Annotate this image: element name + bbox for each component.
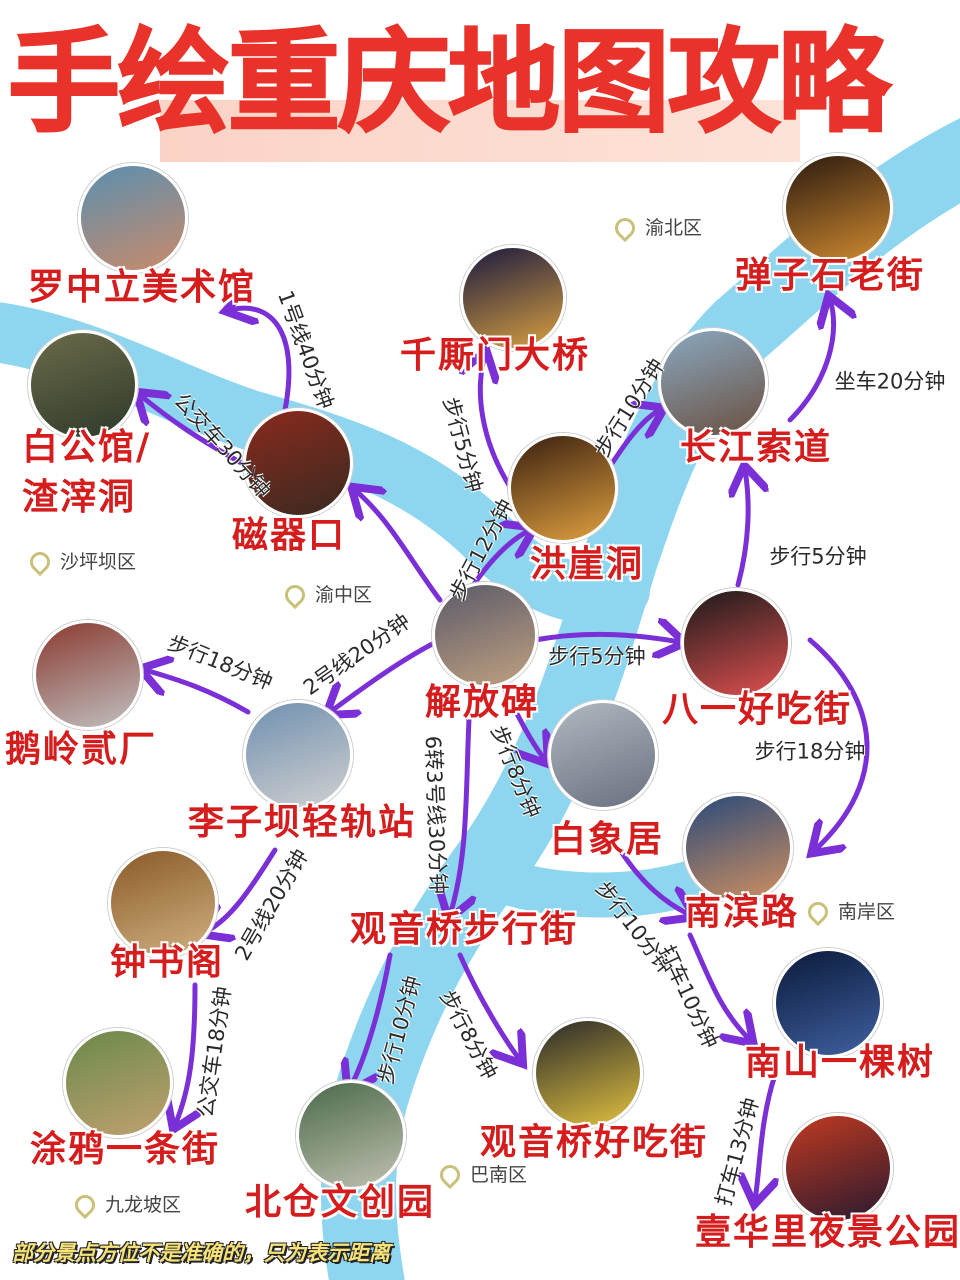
spot-photo	[108, 848, 218, 958]
spot-label: 千厮门大桥	[400, 334, 591, 376]
spot-label: 观音桥好吃街	[480, 1121, 709, 1163]
spot-label: 长江索道	[680, 426, 833, 468]
spot-photo	[773, 948, 883, 1058]
disclaimer-note: 部分景点方位不是准确的，只为表示距离	[12, 1241, 390, 1265]
spot-label: 南山一棵树	[745, 1041, 936, 1083]
route-arrow	[755, 1072, 775, 1200]
district-name: 渝中区	[315, 584, 373, 606]
district-name: 南岸区	[838, 901, 896, 923]
spot-photo	[508, 433, 618, 543]
spot-photo	[460, 245, 566, 351]
page-title: 手绘重庆地图攻略	[7, 17, 891, 149]
spot-photo	[63, 1028, 173, 1138]
spot-label: 涂鸦一条街	[30, 1128, 221, 1170]
route-arrow	[205, 847, 278, 932]
district-label: 南岸区	[803, 898, 896, 927]
spot-photo	[548, 700, 658, 810]
route-arrow	[230, 308, 292, 413]
route-arrow	[467, 530, 530, 593]
route-arrows	[140, 300, 870, 1200]
district-label: 巴南区	[435, 1161, 528, 1190]
spot-photo	[533, 1018, 643, 1128]
spot-label: 解放碑	[425, 681, 540, 723]
route-arrow	[457, 952, 520, 1060]
route-arrow	[687, 932, 750, 1040]
route-time-label: 步行5分钟	[769, 544, 867, 569]
spot-label: 李子坝轻轨站	[188, 801, 417, 843]
district-name: 九龙坡区	[105, 1194, 182, 1216]
route-arrow	[532, 634, 680, 642]
route-arrow	[502, 687, 545, 760]
spot-photo	[432, 582, 538, 688]
spot-label: 罗中立美术馆	[28, 266, 257, 308]
route-arrow	[140, 395, 248, 468]
district-name: 渝北区	[645, 217, 703, 239]
route-arrow	[738, 470, 748, 588]
spot-photo	[658, 328, 768, 438]
district-label: 渝北区	[610, 214, 703, 243]
route-arrow	[450, 697, 470, 915]
spot-photo	[783, 153, 893, 263]
route-time-label: 坐车20分钟	[834, 369, 946, 394]
location-pin-icon	[803, 898, 833, 927]
spot-label: 壹华里夜景公园	[695, 1211, 960, 1253]
spot-label: 钟书阁	[110, 941, 225, 983]
spot-photo	[243, 408, 353, 518]
spot-photo	[681, 588, 791, 698]
route-arrow	[355, 490, 443, 603]
location-pin-icon	[70, 1191, 100, 1220]
location-pin-icon	[280, 581, 310, 610]
route-arrow	[810, 637, 870, 850]
route-time-label: 步行18分钟	[754, 739, 866, 764]
spot-photo	[78, 163, 188, 273]
spot-label: 洪崖洞	[530, 543, 645, 585]
spot-label: 磁器口	[232, 514, 347, 556]
district-name: 沙坪坝区	[60, 551, 137, 573]
spot-label: 南滨路	[685, 891, 800, 933]
route-arrow	[617, 847, 690, 915]
spot-label: 鹅岭贰厂	[5, 728, 158, 770]
spot-photo	[243, 700, 353, 810]
route-arrow	[175, 982, 195, 1125]
route-arrow	[145, 670, 251, 715]
title-highlight	[160, 100, 800, 162]
spot-photo	[33, 620, 143, 730]
route-time-label: 步行5分钟	[548, 644, 646, 669]
district-name: 巴南区	[470, 1164, 528, 1186]
route-arrow	[787, 300, 834, 423]
spot-label: 渣滓洞	[22, 476, 137, 518]
district-label: 九龙坡区	[70, 1191, 182, 1220]
location-pin-icon	[435, 1161, 465, 1190]
spot-photo	[683, 793, 793, 903]
spot-label: 白公馆/	[22, 426, 152, 468]
spot-label: 观音桥步行街	[350, 908, 579, 950]
location-pin-icon	[25, 548, 55, 577]
spot-label: 弹子石老街	[735, 254, 926, 296]
spot-label: 北仓文创园	[245, 1181, 436, 1223]
spot-photo	[783, 1113, 893, 1223]
district-label: 渝中区	[280, 581, 373, 610]
spot-label: 八一好吃街	[662, 688, 853, 730]
route-time-label: 6转3号线30分钟	[420, 735, 451, 895]
route-arrow	[480, 355, 515, 493]
route-arrow	[350, 952, 393, 1088]
route-arrow	[330, 637, 443, 712]
district-label: 沙坪坝区	[25, 548, 137, 577]
spot-photo	[296, 1080, 406, 1190]
location-pin-icon	[610, 214, 640, 243]
spot-label: 白象居	[550, 818, 665, 860]
spot-photo	[28, 330, 138, 440]
